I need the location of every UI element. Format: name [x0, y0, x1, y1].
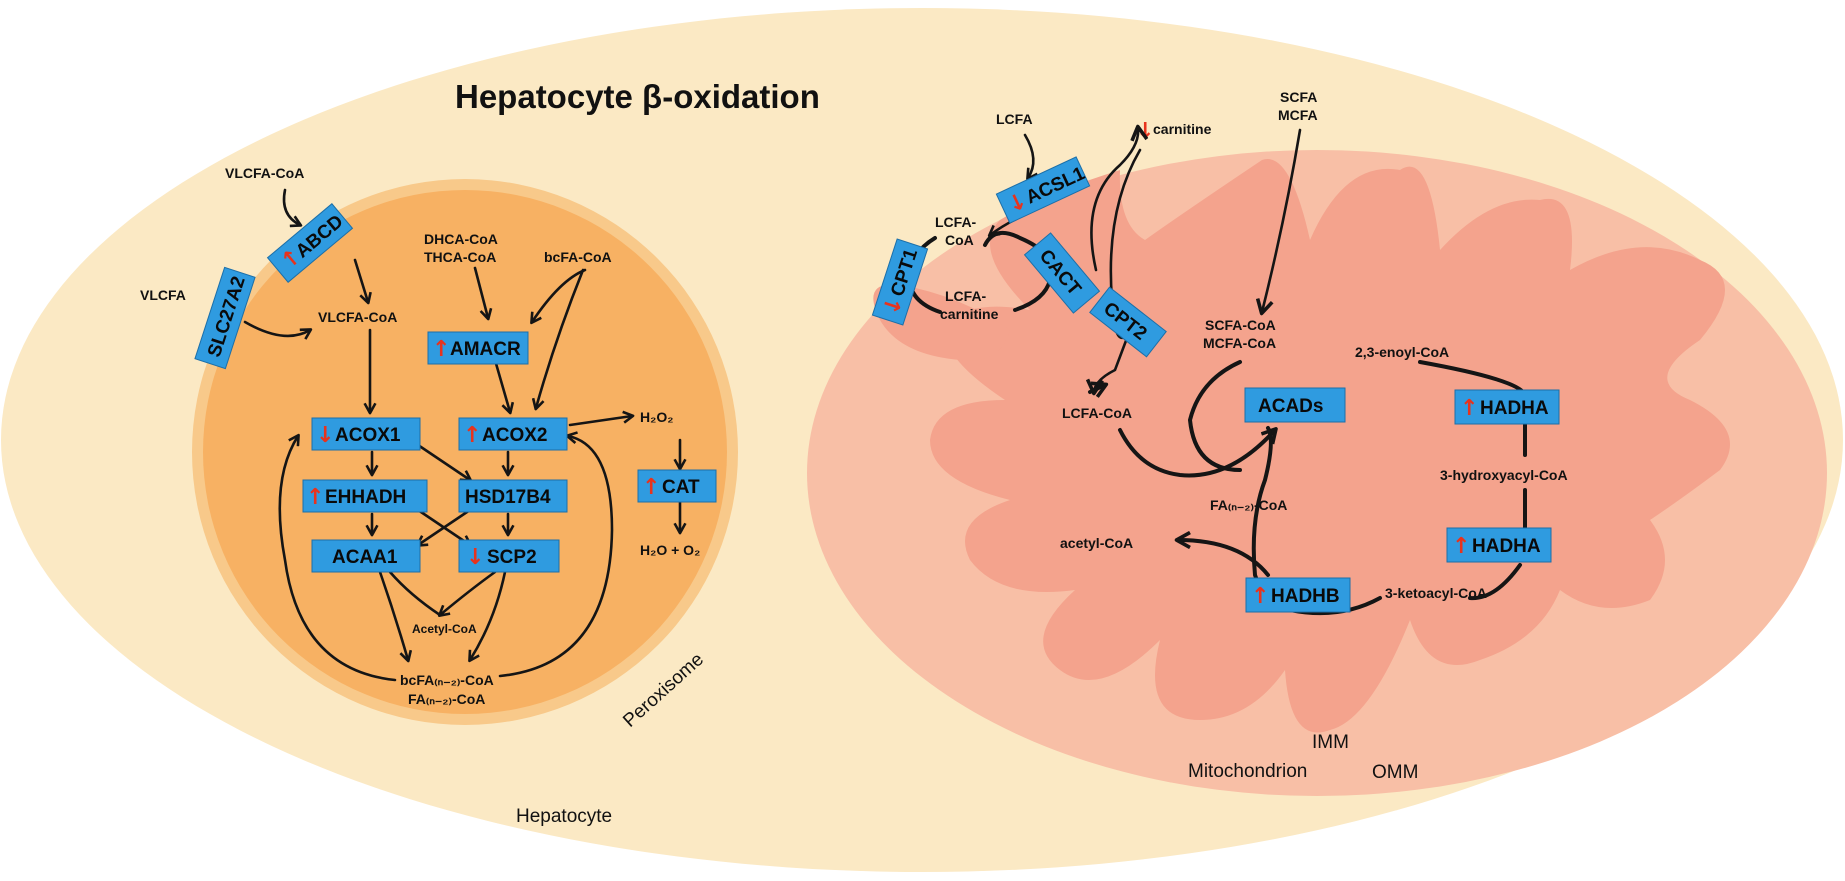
- lcfa: LCFA: [996, 111, 1033, 127]
- dhca-coa: DHCA-CoA: [424, 231, 498, 247]
- svg-text:ACOX2: ACOX2: [482, 425, 547, 446]
- down-arrow-icon: ↓: [466, 545, 484, 570]
- h2o-o2: H₂O + O₂: [640, 542, 700, 558]
- vlcfa-coa-inner: VLCFA-CoA: [318, 309, 397, 325]
- inner-membrane-cristae: [930, 159, 1730, 733]
- up-arrow-icon: ↑: [1251, 584, 1269, 609]
- fa-n2-coa-peroxisome: FA₍ₙ₋₂₎-CoA: [408, 691, 485, 707]
- bcfa-coa: bcFA-CoA: [544, 249, 612, 265]
- mitochondrion: Mitochondrion IMM OMM: [807, 150, 1827, 796]
- down-arrow-icon: ↓: [316, 423, 334, 448]
- svg-text:HSD17B4: HSD17B4: [465, 487, 551, 508]
- enoyl-coa: 2,3-enoyl-CoA: [1355, 344, 1449, 360]
- enzyme-hadhb: ↑ HADHB: [1245, 577, 1351, 613]
- acetyl-coa-mito: acetyl-CoA: [1060, 535, 1133, 551]
- hydroxyacyl-coa: 3-hydroxyacyl-CoA: [1440, 467, 1568, 483]
- enzyme-scp2: ↓ SCP2: [458, 539, 560, 573]
- svg-text:HADHA: HADHA: [1472, 536, 1541, 557]
- svg-text:ACOX1: ACOX1: [335, 425, 401, 446]
- up-arrow-icon: ↑: [432, 337, 450, 362]
- enzyme-acox2: ↑ ACOX2: [458, 417, 568, 451]
- mitochondrion-label: Mitochondrion: [1188, 761, 1307, 782]
- lcfa-coa-matrix: LCFA-CoA: [1062, 405, 1132, 421]
- h2o2: H₂O₂: [640, 409, 673, 425]
- svg-text:EHHADH: EHHADH: [325, 487, 406, 508]
- enzyme-acox1: ↓ ACOX1: [311, 417, 421, 451]
- lcfa-carnitine-b: carnitine: [940, 306, 999, 322]
- thca-coa: THCA-CoA: [424, 249, 496, 265]
- mcfa: MCFA: [1278, 107, 1318, 123]
- page-title: Hepatocyte β-oxidation: [455, 78, 820, 115]
- svg-text:ACADs: ACADs: [1258, 396, 1323, 417]
- enzyme-ehhadh: ↑ EHHADH: [302, 479, 428, 513]
- carnitine: carnitine: [1153, 121, 1212, 137]
- up-arrow-icon: ↑: [1452, 534, 1470, 559]
- omm-label: OMM: [1372, 762, 1418, 783]
- scfa-coa: SCFA-CoA: [1205, 317, 1276, 333]
- svg-text:ACAA1: ACAA1: [332, 547, 398, 568]
- enzyme-acaa1: ACAA1: [311, 539, 421, 573]
- ketoacyl-coa: 3-ketoacyl-CoA: [1385, 585, 1487, 601]
- scfa: SCFA: [1280, 89, 1317, 105]
- up-arrow-icon: ↑: [463, 423, 481, 448]
- imm-label: IMM: [1312, 732, 1349, 753]
- enzyme-hsd17b4: HSD17B4: [458, 479, 568, 513]
- peroxisome: Peroxisome: [192, 179, 738, 732]
- lcfa-coa-outer-a: LCFA-: [935, 214, 977, 230]
- bcfa-n2-coa: bcFA₍ₙ₋₂₎-CoA: [400, 672, 494, 688]
- vlcfa: VLCFA: [140, 287, 186, 303]
- svg-text:HADHA: HADHA: [1480, 398, 1549, 419]
- enzyme-hadha-2: ↑ HADHA: [1446, 527, 1552, 563]
- svg-text:AMACR: AMACR: [450, 339, 521, 360]
- up-arrow-icon: ↑: [642, 475, 660, 500]
- svg-text:CAT: CAT: [662, 477, 700, 498]
- mcfa-coa: MCFA-CoA: [1203, 335, 1276, 351]
- svg-text:HADHB: HADHB: [1271, 586, 1340, 607]
- acetyl-coa-peroxisome: Acetyl-CoA: [412, 622, 477, 636]
- enzyme-hadha-1: ↑ HADHA: [1454, 389, 1560, 425]
- enzyme-acads: ACADs: [1244, 387, 1346, 423]
- peroxisome-pathway: VLCFA-CoA VLCFA VLCFA-CoA DHCA-CoA THCA-…: [140, 165, 700, 707]
- lcfa-coa-outer-b: CoA: [945, 232, 974, 248]
- enzyme-slc27a2: SLC27A2: [194, 266, 256, 370]
- up-arrow-icon: ↑: [1460, 396, 1478, 421]
- lcfa-carnitine-a: LCFA-: [945, 288, 987, 304]
- vlcfa-coa-top: VLCFA-CoA: [225, 165, 304, 181]
- hepatocyte-label: Hepatocyte: [516, 806, 612, 827]
- up-arrow-icon: ↑: [306, 485, 324, 510]
- fa-n2-coa-mito: FA₍ₙ₋₂₎-CoA: [1210, 497, 1287, 513]
- enzyme-cat: ↑ CAT: [637, 469, 717, 503]
- svg-text:SCP2: SCP2: [487, 547, 537, 568]
- enzyme-amacr: ↑ AMACR: [427, 331, 529, 365]
